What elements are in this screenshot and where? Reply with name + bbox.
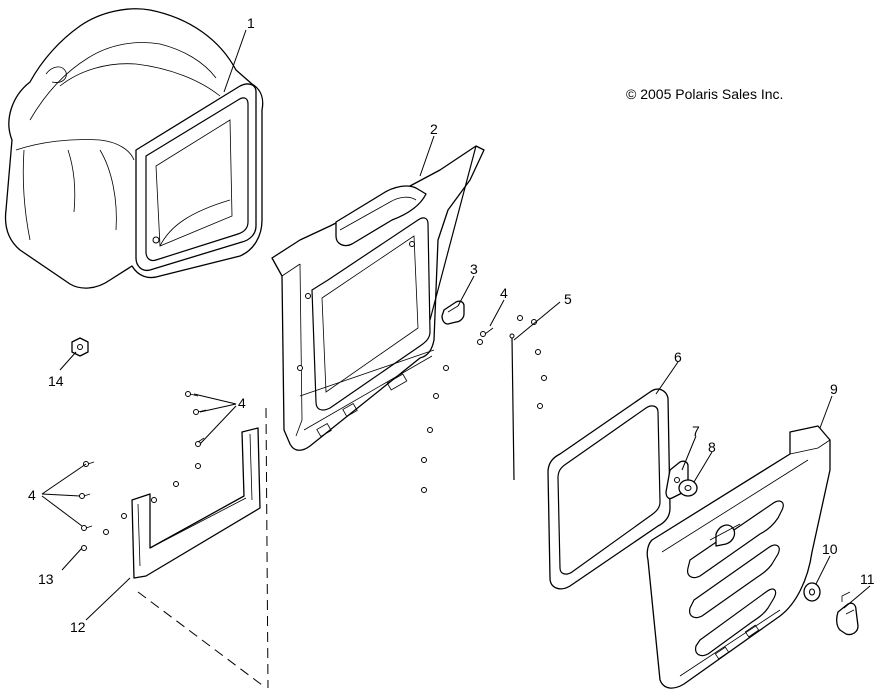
callout-4-center: 4 — [500, 285, 508, 301]
callout-labels: 1 2 3 4 5 6 7 8 9 10 11 12 13 14 4 4 — [28, 15, 875, 635]
assembly-line-diagonal — [137, 591, 267, 689]
callout-6: 6 — [674, 349, 682, 365]
callout-4-left-bottom: 4 — [28, 487, 36, 503]
part-screws-center — [421, 315, 547, 493]
callout-11: 11 — [860, 571, 875, 587]
part-side-panel — [131, 427, 261, 579]
part-rod — [509, 333, 515, 481]
callout-10: 10 — [822, 541, 838, 557]
part-door — [646, 425, 831, 689]
callout-3: 3 — [470, 261, 478, 277]
callout-4-left-top: 4 — [238, 395, 246, 411]
callout-8: 8 — [708, 439, 716, 455]
callout-12: 12 — [70, 619, 86, 635]
callout-2: 2 — [430, 121, 438, 137]
part-gasket — [547, 388, 671, 590]
callout-14: 14 — [48, 373, 64, 389]
part-nut — [71, 337, 89, 357]
callout-9: 9 — [830, 381, 838, 397]
part-washer — [678, 479, 698, 497]
part-mounting-frame — [271, 145, 485, 451]
callout-1: 1 — [247, 15, 255, 31]
copyright-text: © 2005 Polaris Sales Inc. — [626, 86, 783, 102]
part-latch — [836, 591, 859, 636]
part-screws-left — [79, 391, 207, 551]
callout-7: 7 — [692, 423, 700, 439]
assembly-line-vertical — [265, 407, 269, 689]
part-washer-small — [803, 582, 821, 602]
callout-13: 13 — [38, 571, 54, 587]
leader-lines — [41, 29, 871, 621]
callout-5: 5 — [564, 291, 572, 307]
part-storage-box — [4, 8, 264, 289]
frame-side-rail — [429, 145, 477, 321]
part-bracket — [441, 300, 465, 325]
